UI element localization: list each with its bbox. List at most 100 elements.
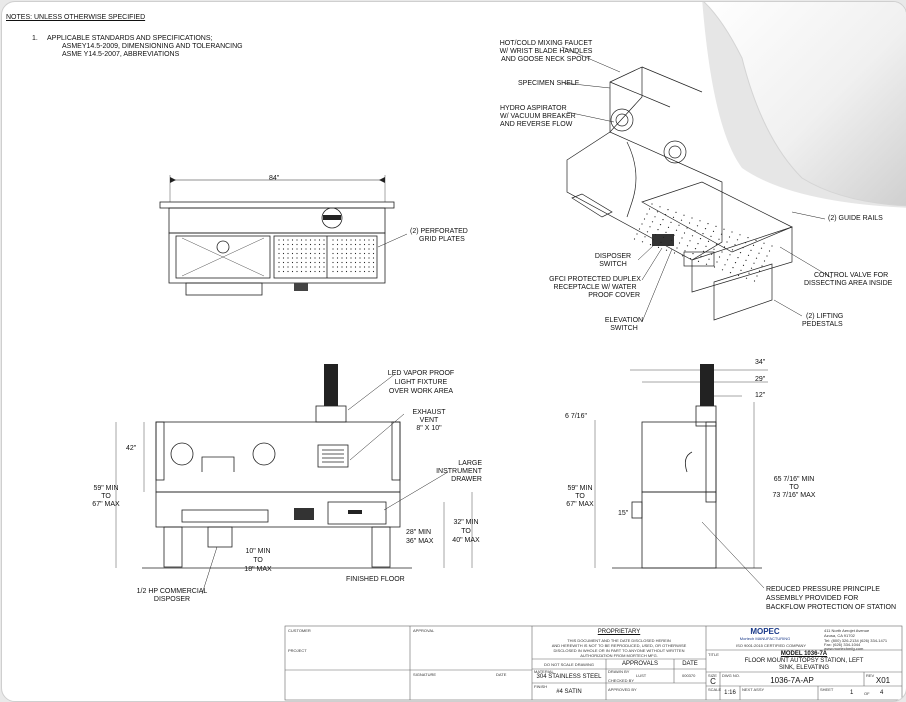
overall-height-label-3: 73 7/16" MAX (772, 492, 816, 499)
side-height-label-3: 67" MAX (566, 501, 594, 508)
overall-height-label-2: TO (789, 484, 799, 491)
drawer-label-3: DRAWER (451, 476, 482, 483)
side-12-dimension: 12" (755, 392, 766, 399)
note-line-1: APPLICABLE STANDARDS AND SPECIFICATIONS; (47, 35, 213, 42)
control-valve-label-2: DISSECTING AREA INSIDE (804, 280, 893, 287)
drawer-height-label-1: 32" MIN (453, 519, 479, 526)
backflow-label-1: REDUCED PRESSURE PRINCIPLE (766, 586, 880, 593)
drawer-label-2: INSTRUMENT (436, 468, 482, 475)
checked-by-label: CHECKED BY (608, 678, 635, 683)
drawer-label-1: LARGE (458, 460, 482, 467)
top-width-dimension: 84" (269, 175, 280, 182)
no-scale-label: DO NOT SCALE DRAWING (543, 662, 594, 667)
exhaust-label-1: EXHAUST (412, 409, 446, 416)
size-value: C (710, 677, 716, 686)
sheet-label: SHEET (820, 687, 834, 692)
proprietary-line-3: DISCLOSED IN WHOLE OR IN PART TO ANYONE … (553, 648, 685, 653)
gfci-label-1: GFCI PROTECTED DUPLEX (549, 276, 641, 283)
side-height-label-2: TO (575, 493, 585, 500)
approval-label: APPROVAL (413, 628, 435, 633)
drawer-height-label-2: TO (461, 528, 471, 535)
gfci-label-2: RECEPTACLE W/ WATER (553, 284, 637, 291)
drawing-number: 1036-7A-AP (770, 676, 814, 685)
finished-floor-label: FINISHED FLOOR (346, 576, 405, 583)
guide-rails-label: (2) GUIDE RAILS (828, 215, 883, 222)
title-block-lines (284, 625, 903, 701)
proprietary-line-1: THIS DOCUMENT AND THE DATE DISCLOSED HER… (567, 638, 671, 643)
faucet-label-1: HOT/COLD MIXING FAUCET (499, 40, 593, 47)
address-line-5: www.mortechmfg.com (824, 646, 864, 651)
rev-label: REV (866, 673, 875, 678)
drawn-by-label: DRAWN BY (608, 669, 630, 674)
date-label: DATE (496, 672, 507, 677)
side-height-label-1: 59" MIN (567, 485, 593, 492)
side-29-dimension: 29" (755, 376, 766, 383)
side-34-dimension: 34" (755, 359, 766, 366)
work-height-label-1: 28" MIN (406, 529, 432, 536)
overall-height-label-1: 65 7/16" MIN (773, 476, 815, 483)
disposer-label-1: 1/2 HP COMMERCIAL (136, 588, 208, 595)
led-fixture-label-2: LIGHT FIXTURE (394, 379, 448, 386)
customer-label: CUSTOMER (288, 628, 311, 633)
control-valve-label-1: CONTROL VALVE FOR (814, 272, 889, 279)
exhaust-label-2: VENT (419, 417, 439, 424)
front-height-label-3: 67" MAX (92, 501, 120, 508)
finish-value: #4 SATIN (556, 689, 582, 695)
signature-label: SIGNATURE (413, 672, 437, 677)
address-line-3: Tel: (800) 326-2134 (626) 334-1471 (824, 638, 888, 643)
lifting-pedestals-label-2: PEDESTALS (802, 321, 843, 328)
lifting-pedestals-label-1: (2) LIFTING (806, 313, 844, 320)
led-fixture-label-1: LED VAPOR PROOF (387, 370, 455, 377)
backflow-label-3: BACKFLOW PROTECTION OF STATION (766, 604, 897, 611)
model-number: MODEL 1036-7A (780, 651, 828, 657)
of-label: OF (864, 691, 870, 696)
mortech-logo: Mortech MANUFACTURING (739, 636, 791, 641)
front-view-drawing (115, 364, 473, 595)
front-height-label-2: TO (101, 493, 111, 500)
perforation-dots (278, 239, 375, 273)
sheet-total: 4 (880, 690, 884, 696)
finish-label: FINISH (534, 684, 548, 689)
note-line-2: ASMEY14.5-2009, DIMENSIONING AND TOLERAN… (62, 43, 243, 50)
floor-clearance-label-3: 18" MAX (244, 566, 272, 573)
front-42-dimension: 42" (126, 445, 137, 452)
scale-value: 1:16 (724, 690, 736, 696)
next-assy-label: NEXT ASSY (742, 687, 765, 692)
note-number: 1. (32, 35, 38, 42)
work-height-label-2: 36" MAX (406, 538, 434, 545)
approved-by-label: APPROVED BY (608, 687, 637, 692)
address-line-1: 411 North Aerojet Avenue (824, 628, 870, 633)
size-label: SIZE (708, 673, 717, 678)
approvals-heading: APPROVALS (622, 661, 658, 667)
disposer-switch-label-1: DISPOSER (594, 253, 632, 260)
notes-header: NOTES: UNLESS OTHERWISE SPECIFIED (6, 14, 146, 21)
isometric-view-drawing (561, 46, 833, 323)
address-line-4: Fax: (626) 334-1044 (824, 642, 861, 647)
exhaust-label-3: 8" X 10" (416, 425, 442, 432)
material-value: 304 STAINLESS STEEL (536, 674, 602, 680)
grid-plates-label-2: GRID PLATES (419, 236, 465, 243)
proprietary-heading: PROPRIETARY (597, 629, 641, 635)
scale-label: SCALE (708, 687, 722, 692)
elevation-switch-label-1: ELEVATION (604, 317, 644, 324)
side-view-drawing (594, 364, 768, 589)
floor-clearance-label-2: TO (253, 557, 263, 564)
page-curl (702, 2, 906, 208)
mopec-logo: MOPEC (750, 627, 780, 636)
faucet-label-2: W/ WRIST BLADE HANDLES (499, 48, 593, 55)
sheet-number: 1 (850, 690, 854, 696)
grid-plates-label-1: (2) PERFORATED (410, 228, 468, 235)
disposer-switch-label-2: SWITCH (599, 261, 627, 268)
disposer-label-2: DISPOSER (153, 596, 191, 603)
aspirator-label-3: AND REVERSE FLOW (500, 121, 573, 128)
backflow-label-2: ASSEMBLY PROVIDED FOR (766, 595, 859, 602)
side-6-dimension: 6 7/16" (565, 413, 587, 420)
drawing-title-line-1: FLOOR MOUNT AUTOPSY STATION, LEFT (744, 658, 864, 664)
side-15-dimension: 15" (618, 510, 629, 517)
iso-certification: ISO 9001:2015 CERTIFIED COMPANY (736, 643, 807, 648)
drawn-date-value: 000370 (682, 673, 696, 678)
dwg-no-label: DWG NO. (722, 673, 740, 678)
proprietary-line-2: AND HEREWITH IS NOT TO BE REPRODUCED, US… (551, 643, 687, 648)
